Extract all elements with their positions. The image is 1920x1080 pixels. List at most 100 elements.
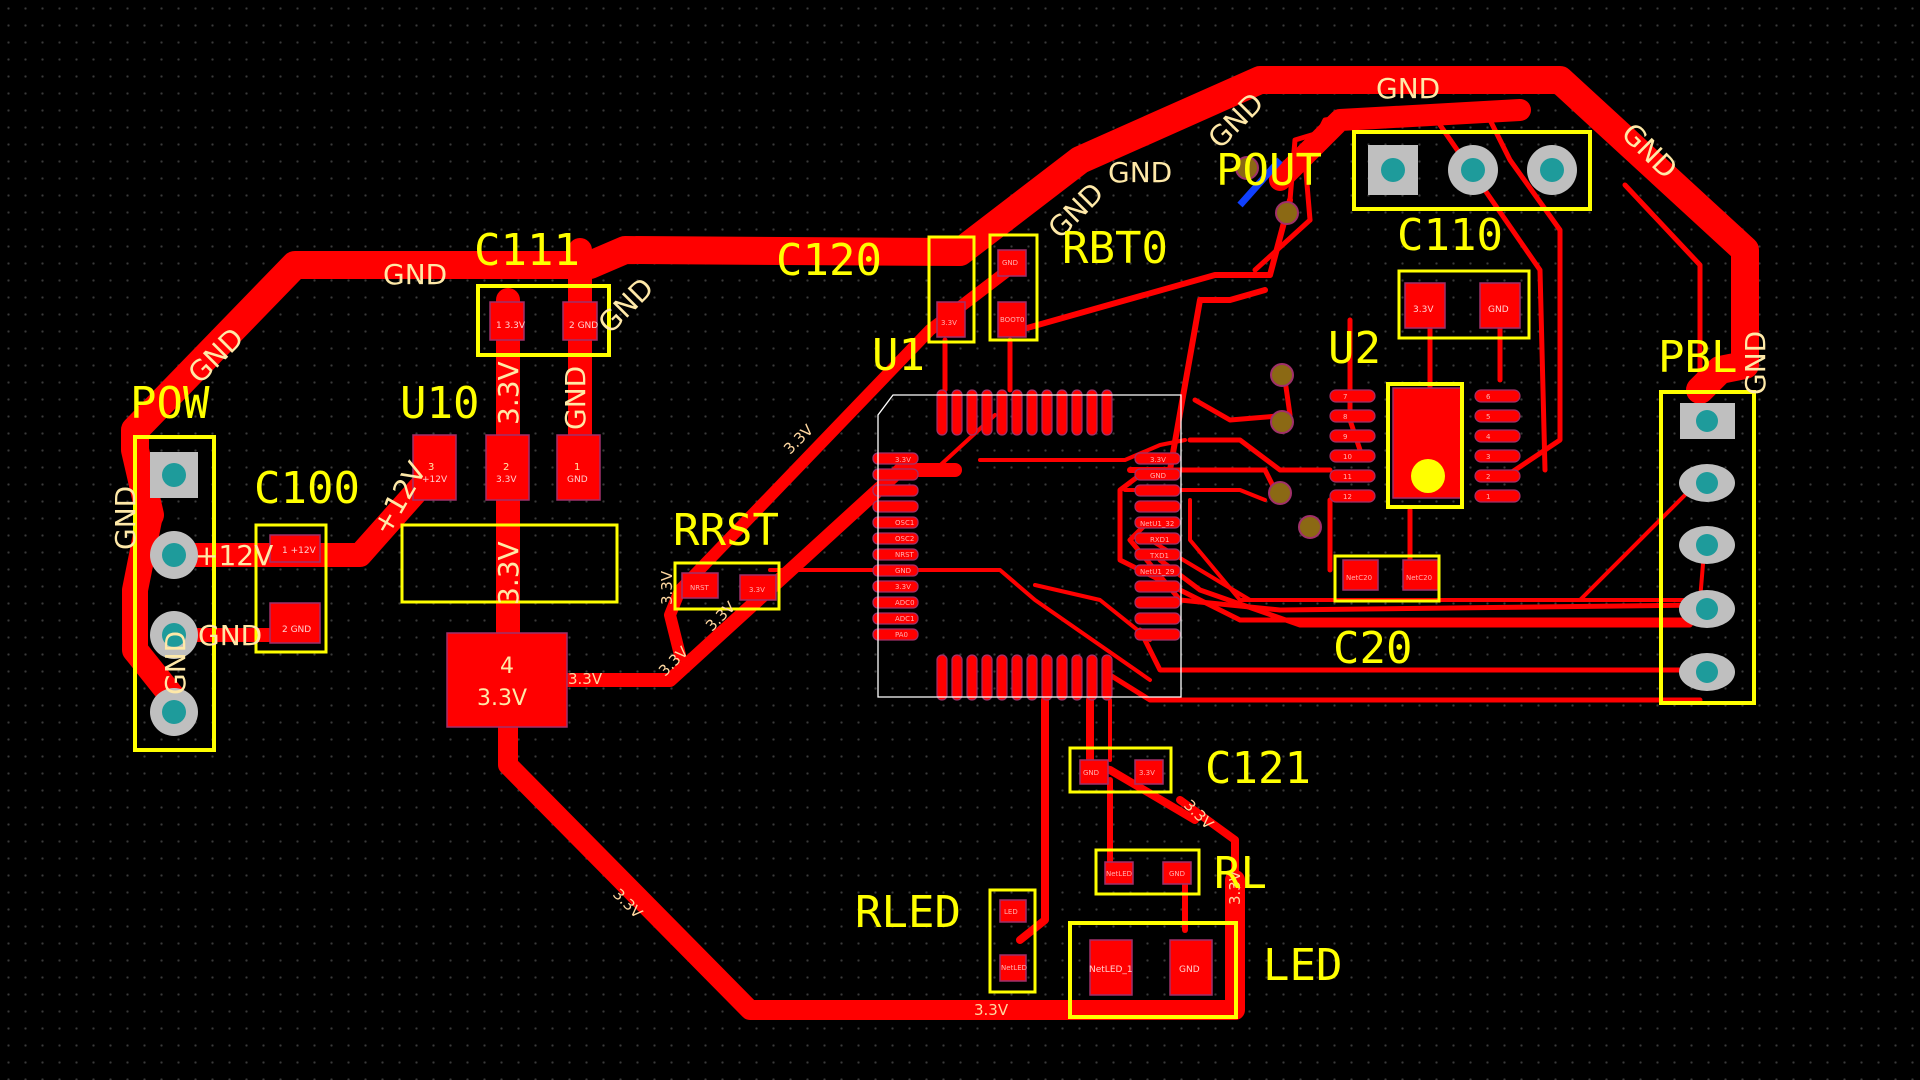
u1-top-pins (936, 389, 1113, 436)
net-v33-label: 3.3V (492, 541, 525, 605)
c110-label: C110 (1397, 210, 1503, 261)
via (1270, 410, 1294, 434)
c120-label: C120 (776, 235, 882, 286)
svg-text:PA0: PA0 (895, 631, 908, 639)
u1-outline (877, 394, 1182, 698)
u1-label: U1 (872, 330, 925, 381)
u10-pin3-net: +12V (422, 475, 448, 485)
c20-pad1-text: NetC20 (1346, 574, 1372, 582)
rl-pad-1[interactable] (1104, 861, 1134, 885)
u2-right-pin-labels: 6 5 4 3 2 1 (1486, 393, 1491, 501)
u10-tab-pad[interactable] (446, 632, 568, 728)
svg-text:OSC1: OSC1 (895, 519, 914, 527)
svg-text:NetU1_29: NetU1_29 (1140, 568, 1174, 576)
svg-text:11: 11 (1343, 473, 1352, 481)
rrst-label: RRST (673, 505, 779, 556)
svg-text:NRST: NRST (895, 551, 915, 559)
v33-trace-u1 (553, 463, 962, 687)
c121-pad-2[interactable] (1134, 759, 1164, 785)
c100-pad1-text: 1 +12V (282, 546, 317, 556)
rbt0-pad-1[interactable] (997, 249, 1027, 277)
led-pad-2[interactable] (1169, 939, 1213, 996)
via (1298, 515, 1322, 539)
net-gnd-label: GND (159, 631, 192, 695)
led-pad1-text: NetLED_1 (1089, 965, 1133, 975)
pow-label: POW (130, 378, 210, 429)
rled-pad2-text: NetLED (1001, 964, 1027, 972)
svg-text:6: 6 (1486, 393, 1491, 401)
c111-pad-1[interactable] (489, 301, 525, 341)
u10-pin3-pad[interactable] (412, 434, 457, 501)
rbt0-pad1-text: GND (1002, 259, 1018, 267)
c20-label: C20 (1333, 623, 1412, 674)
net-gnd-label: GND (1108, 156, 1172, 189)
c111-pad-2[interactable] (562, 301, 598, 341)
svg-text:3.3V: 3.3V (1150, 456, 1166, 464)
c100-outline (254, 523, 328, 654)
rrst-pad1-text: NRST (690, 584, 710, 592)
u2-pins (1329, 389, 1521, 503)
led-pad-1[interactable] (1089, 939, 1133, 996)
via (1270, 363, 1294, 387)
u10-pin3-number: 3 (428, 462, 434, 473)
c111-outline (476, 284, 611, 357)
c120-pad1-text: 3.3V (941, 319, 957, 327)
rl-pad1-text: NetLED (1106, 870, 1132, 878)
through-hole-pads (150, 145, 1735, 736)
pbl-label: PBL (1658, 332, 1737, 383)
c111-pad1-text: 1 3.3V (496, 321, 526, 331)
c120-pad-1[interactable] (936, 301, 966, 338)
net-v33-label: 3.3V (492, 361, 525, 425)
via (1275, 201, 1299, 225)
c100-label: C100 (254, 463, 360, 514)
u10-pin1-pad[interactable] (556, 434, 601, 501)
rled-pad-2[interactable] (999, 954, 1027, 982)
rled-pad-1[interactable] (999, 899, 1027, 923)
c121-pad1-text: GND (1083, 769, 1099, 777)
c20-pad-1[interactable] (1342, 559, 1379, 591)
net-gnd-label: GND (109, 486, 142, 550)
c121-pad-1[interactable] (1079, 759, 1109, 785)
u10-label: U10 (400, 378, 479, 429)
rled-label: RLED (855, 887, 961, 938)
net-gnd-label: GND (559, 366, 592, 430)
led-outline (1068, 921, 1238, 1019)
c100-pad-2[interactable] (269, 602, 321, 644)
via (1268, 481, 1292, 505)
rl-outline (1094, 848, 1201, 896)
net-gnd-label: GND (1376, 72, 1440, 105)
pout-outline (1352, 130, 1592, 211)
c110-pad-2[interactable] (1479, 282, 1521, 329)
rled-outline (988, 888, 1037, 994)
pad-labels: 3 +12V 2 3.3V 1 GND 4 3.3V 1 +12V 2 GND … (282, 259, 1509, 975)
rbt0-pad-2[interactable] (997, 301, 1027, 338)
c110-pad-1[interactable] (1404, 282, 1446, 329)
rl-pad-2[interactable] (1162, 861, 1192, 885)
u2-outline (1386, 382, 1464, 509)
svg-text:4: 4 (1486, 433, 1491, 441)
led-pad2-text: GND (1179, 965, 1200, 975)
c100-pad2-text: 2 GND (282, 625, 311, 635)
rl-pad2-text: GND (1169, 870, 1185, 878)
u2-label: U2 (1328, 323, 1381, 374)
u2-left-pin-labels: 7 8 9 10 11 12 (1343, 393, 1352, 501)
u2-pin1-marker (1411, 459, 1445, 493)
u10-pin2-pad[interactable] (485, 434, 530, 501)
svg-text:3: 3 (1486, 453, 1490, 461)
svg-text:9: 9 (1343, 433, 1347, 441)
via (1235, 156, 1259, 180)
net-gnd-label: GND (1739, 331, 1772, 395)
u10-tab-net: 3.3V (477, 686, 527, 711)
svg-text:GND: GND (1150, 472, 1166, 480)
pout-label: POUT (1216, 145, 1322, 196)
copper-traces (121, 66, 1759, 1020)
u1-left-pin-labels: 3.3V OSC1 OSC2 NRST GND 3.3V ADC0 ADC1 P… (895, 456, 915, 639)
u10-outline (400, 523, 619, 604)
rrst-pad-1[interactable] (681, 572, 719, 599)
svg-text:ADC0: ADC0 (895, 599, 915, 607)
pow-outline (133, 435, 216, 752)
rrst-pad-2[interactable] (739, 574, 777, 601)
c100-pad-1[interactable] (269, 534, 321, 563)
svg-text:1: 1 (1486, 493, 1490, 501)
